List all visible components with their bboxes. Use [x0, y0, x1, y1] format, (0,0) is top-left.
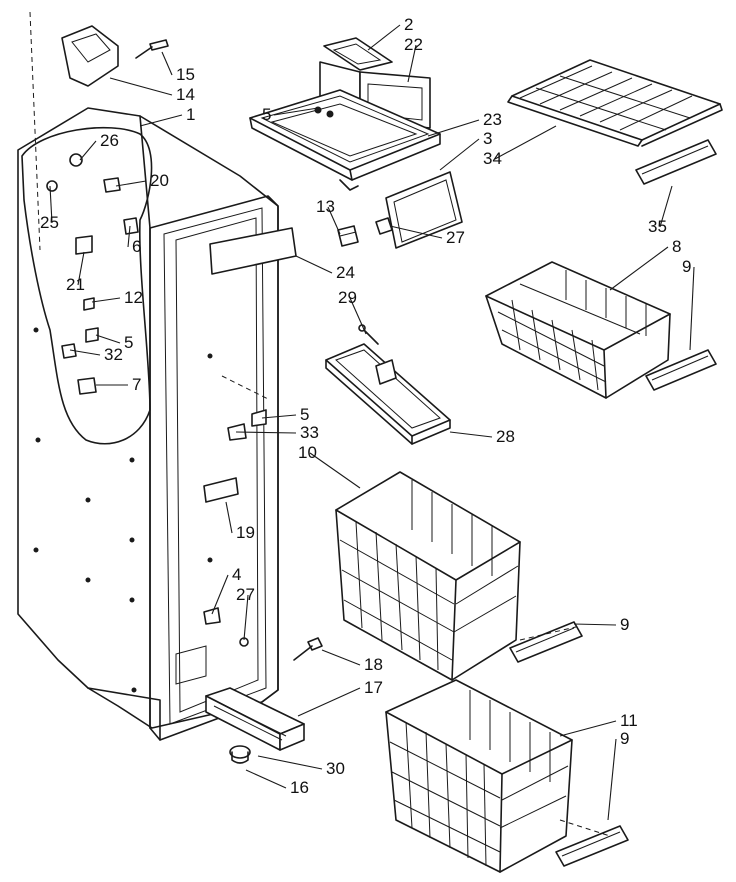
- callout-leader-35: [659, 185, 673, 228]
- callout-label-15: 15: [176, 65, 195, 84]
- callout-label-30: 30: [326, 759, 345, 778]
- callout-label-11: 11: [620, 711, 638, 730]
- callout-label-23: 23: [483, 110, 502, 129]
- callout-label-35: 35: [648, 217, 667, 236]
- callout-leader-4: [211, 574, 229, 615]
- callout-leader-5: [273, 107, 319, 116]
- callout-label-5: 5: [262, 105, 271, 124]
- callout-label-13: 13: [316, 197, 335, 216]
- callout-leader-29: [349, 297, 367, 335]
- callout-label-16: 16: [290, 778, 309, 797]
- callout-label-27: 27: [236, 585, 255, 604]
- callout-leader-33: [235, 431, 297, 434]
- callout-leader-16: [245, 769, 287, 789]
- callout-leader-19: [225, 501, 233, 534]
- callout-label-20: 20: [150, 171, 169, 190]
- callout-label-32: 32: [104, 345, 123, 364]
- callout-label-17: 17: [364, 678, 383, 697]
- freezer-liner-cabinet: [17, 107, 297, 741]
- callout-leader-6: [127, 225, 131, 248]
- callout-leader-18: [321, 649, 361, 666]
- callout-label-8: 8: [672, 237, 681, 256]
- callout-label-9: 9: [620, 729, 629, 748]
- basket-top: [485, 261, 717, 399]
- callout-leader-25: [49, 185, 53, 224]
- callout-leader-17: [297, 687, 361, 717]
- callout-leader-13: [327, 206, 341, 235]
- callout-leader-10: [309, 452, 361, 489]
- wire-shelf: [507, 59, 723, 185]
- callout-label-19: 19: [236, 523, 255, 542]
- callout-label-24: 24: [336, 263, 355, 282]
- callout-label-5: 5: [124, 333, 133, 352]
- callout-label-28: 28: [496, 427, 515, 446]
- callout-leader-8: [609, 246, 669, 291]
- callout-label-9: 9: [682, 257, 691, 276]
- callout-label-9: 9: [620, 615, 629, 634]
- callout-label-33: 33: [300, 423, 319, 442]
- callout-label-5: 5: [300, 405, 309, 424]
- basket-middle: [335, 471, 583, 681]
- callout-leader-32: [69, 349, 101, 356]
- callout-leader-21: [77, 251, 85, 286]
- callout-leader-2: [367, 24, 401, 51]
- callout-leader-24: [295, 255, 333, 274]
- callout-leader-9: [607, 738, 617, 821]
- callout-leader-12: [91, 297, 121, 303]
- top-hinge-assembly: [29, 11, 169, 251]
- callout-leader-26: [79, 140, 97, 161]
- callout-label-25: 25: [40, 213, 59, 232]
- callout-label-27: 27: [446, 228, 465, 247]
- callout-label-22: 22: [404, 35, 423, 54]
- callout-label-1: 1: [186, 105, 195, 124]
- callout-leader-20: [115, 180, 147, 187]
- callout-leader-27: [243, 594, 249, 641]
- callout-label-26: 26: [100, 131, 119, 150]
- callout-leader-11: [559, 720, 617, 737]
- callout-leader-34: [494, 125, 557, 160]
- callout-label-29: 29: [338, 288, 357, 307]
- callout-label-6: 6: [132, 237, 141, 256]
- callout-leader-28: [449, 431, 493, 438]
- callout-label-12: 12: [124, 288, 143, 307]
- callout-label-34: 34: [483, 149, 502, 168]
- callout-label-21: 21: [66, 275, 85, 294]
- callout-label-10: 10: [298, 443, 317, 462]
- air-duct-assembly: [249, 37, 463, 249]
- callout-leader-23: [427, 119, 480, 137]
- bottom-grille-assembly: [205, 637, 323, 764]
- callout-label-2: 2: [404, 15, 413, 34]
- callout-leader-9: [689, 266, 695, 351]
- callout-leader-15: [161, 51, 173, 76]
- callout-label-14: 14: [176, 85, 195, 104]
- callout-leader-3: [439, 138, 480, 171]
- callout-leader-9: [573, 623, 617, 626]
- callout-label-7: 7: [132, 375, 141, 394]
- callout-label-4: 4: [232, 565, 241, 584]
- callout-leader-5: [95, 334, 121, 344]
- callout-leader-27: [389, 225, 443, 239]
- callout-leader-1: [139, 114, 183, 127]
- callout-leader-22: [407, 44, 417, 83]
- small-parts: [325, 217, 451, 445]
- callout-leader-14: [109, 77, 173, 96]
- callout-leader-5: [261, 414, 297, 419]
- callout-leader-30: [257, 755, 323, 770]
- callout-label-18: 18: [364, 655, 383, 674]
- basket-bottom: [385, 679, 629, 873]
- callout-label-3: 3: [483, 129, 492, 148]
